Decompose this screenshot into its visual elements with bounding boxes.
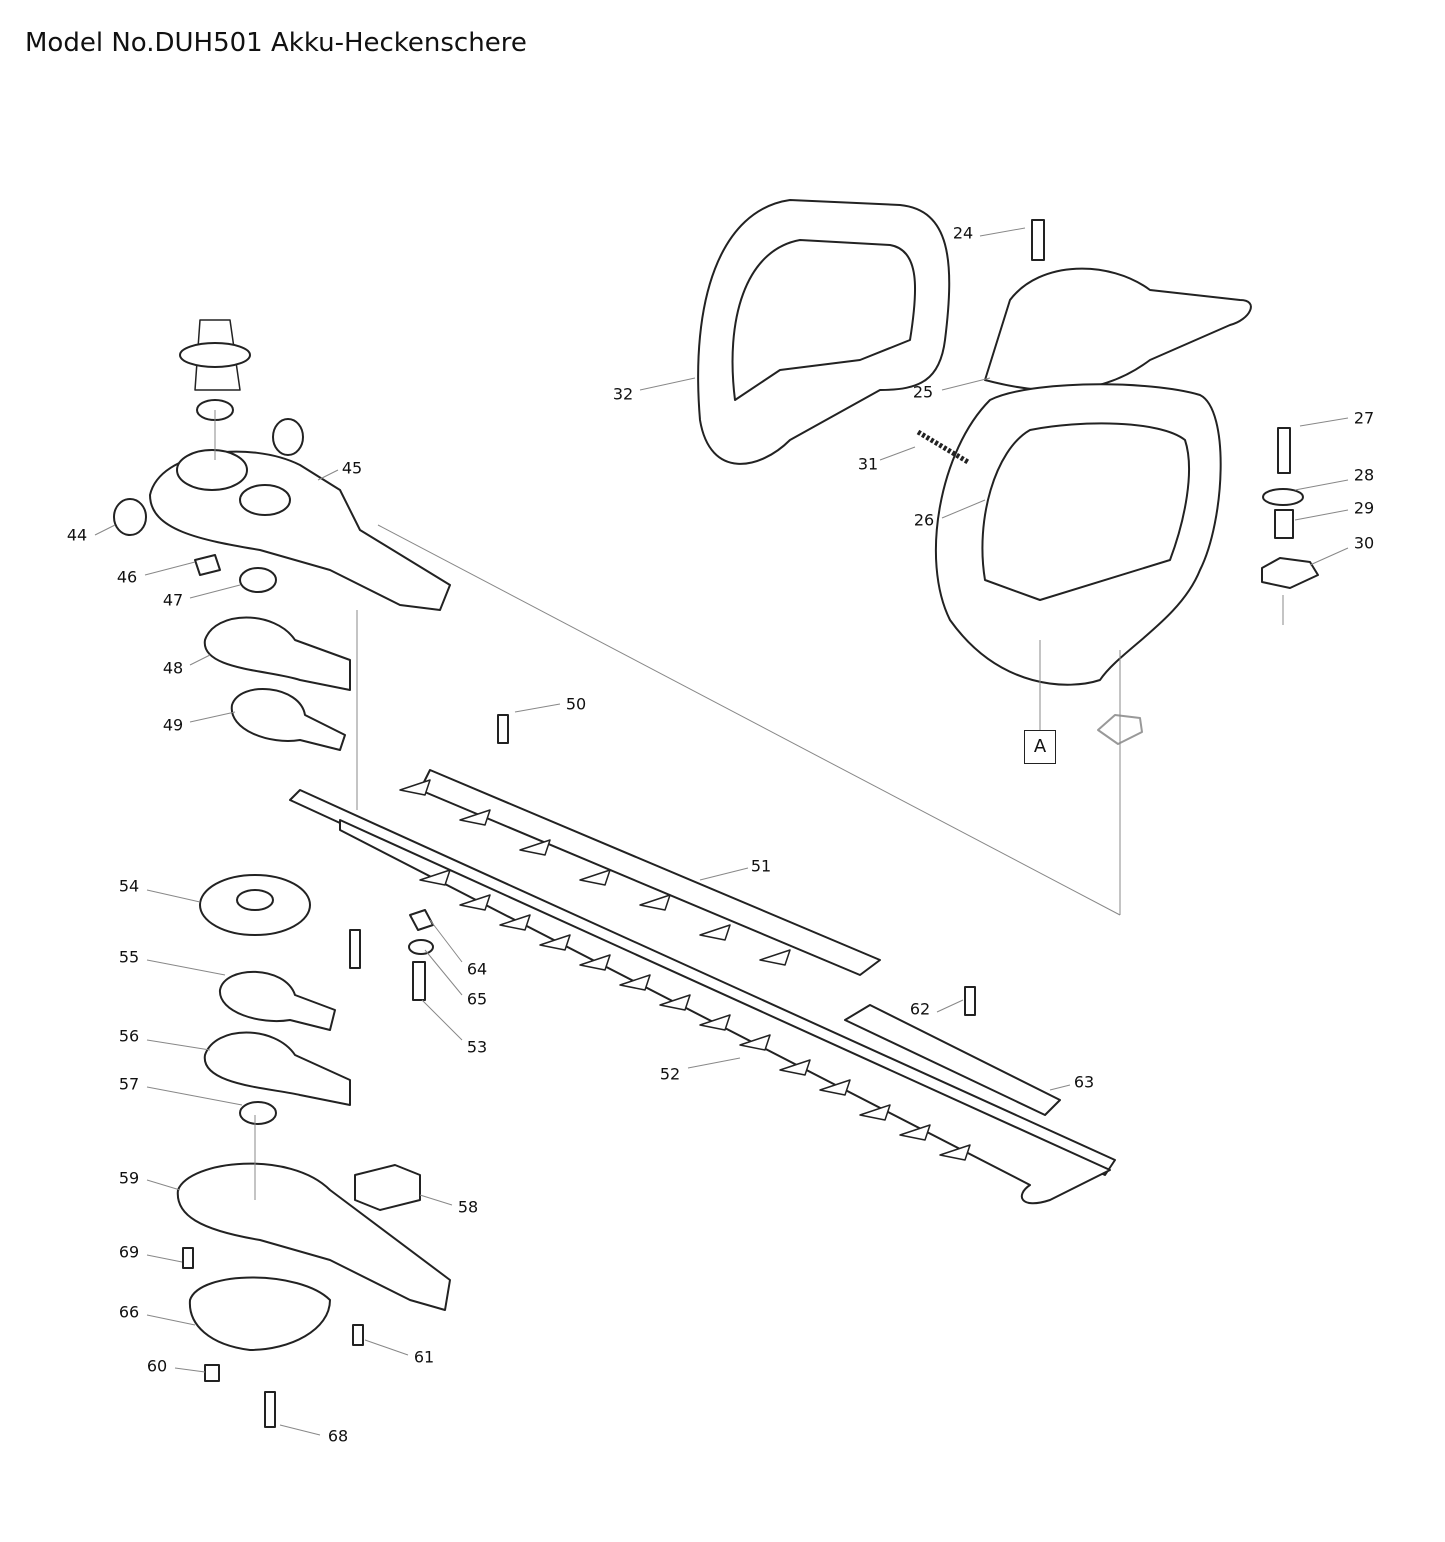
part-callout-56: 56 bbox=[118, 1026, 140, 1046]
part-callout-53: 53 bbox=[466, 1037, 488, 1057]
part-callout-50: 50 bbox=[565, 694, 587, 714]
screw bbox=[1277, 427, 1291, 474]
washer bbox=[1262, 488, 1304, 506]
part-callout-65: 65 bbox=[466, 989, 488, 1009]
plate bbox=[203, 1031, 351, 1106]
part-callout-47: 47 bbox=[162, 590, 184, 610]
part-callout-69: 69 bbox=[118, 1242, 140, 1262]
part-callout-27: 27 bbox=[1353, 408, 1375, 428]
gear-cover bbox=[188, 1276, 331, 1351]
part-callout-59: 59 bbox=[118, 1168, 140, 1188]
bearing bbox=[239, 1101, 277, 1125]
part-callout-49: 49 bbox=[162, 715, 184, 735]
screw bbox=[1031, 219, 1045, 261]
screw bbox=[264, 1391, 276, 1428]
screw bbox=[964, 986, 976, 1016]
gear-housing-lower bbox=[176, 1162, 451, 1311]
blade-plate bbox=[844, 1004, 1061, 1116]
part-callout-24: 24 bbox=[952, 223, 974, 243]
crank-ring bbox=[218, 970, 336, 1031]
part-callout-68: 68 bbox=[327, 1426, 349, 1446]
part-callout-64: 64 bbox=[466, 959, 488, 979]
washer bbox=[408, 939, 434, 955]
guide-block bbox=[354, 1164, 421, 1211]
diagram-title: Model No.DUH501 Akku-Heckenschere bbox=[25, 28, 527, 58]
part-callout-52: 52 bbox=[659, 1064, 681, 1084]
part-callout-45: 45 bbox=[341, 458, 363, 478]
part-callout-62: 62 bbox=[909, 999, 931, 1019]
crank-ring bbox=[230, 688, 346, 751]
screw bbox=[182, 1247, 194, 1269]
nut-plate bbox=[1261, 557, 1319, 589]
part-callout-46: 46 bbox=[116, 567, 138, 587]
leader-lines bbox=[94, 227, 1349, 1436]
part-callout-54: 54 bbox=[118, 876, 140, 896]
part-callout-30: 30 bbox=[1353, 533, 1375, 553]
part-callout-44: 44 bbox=[66, 525, 88, 545]
damper bbox=[113, 498, 147, 536]
spacer-tube bbox=[1274, 509, 1294, 539]
part-callout-55: 55 bbox=[118, 947, 140, 967]
blade-teeth bbox=[399, 779, 971, 1161]
screw bbox=[497, 714, 509, 744]
part-callout-26: 26 bbox=[913, 510, 935, 530]
part-callout-60: 60 bbox=[146, 1356, 168, 1376]
square-nut bbox=[409, 909, 434, 931]
part-callout-32: 32 bbox=[612, 384, 634, 404]
part-callout-48: 48 bbox=[162, 658, 184, 678]
screw bbox=[352, 1324, 364, 1346]
part-callout-25: 25 bbox=[912, 382, 934, 402]
part-callout-61: 61 bbox=[413, 1347, 435, 1367]
part-callout-31: 31 bbox=[857, 454, 879, 474]
screw bbox=[349, 929, 361, 969]
lower-blade bbox=[339, 819, 1111, 1205]
part-callout-58: 58 bbox=[457, 1197, 479, 1217]
part-callout-57: 57 bbox=[118, 1074, 140, 1094]
bearing bbox=[239, 567, 277, 593]
handle-cover bbox=[984, 267, 1252, 392]
plate bbox=[203, 616, 351, 691]
part-callout-28: 28 bbox=[1353, 465, 1375, 485]
screw bbox=[204, 1364, 220, 1382]
reference-marker-a: A bbox=[1024, 730, 1056, 764]
damper bbox=[272, 418, 304, 456]
screw bbox=[412, 961, 426, 1001]
clip bbox=[194, 554, 221, 576]
part-callout-66: 66 bbox=[118, 1302, 140, 1322]
part-callout-63: 63 bbox=[1073, 1072, 1095, 1092]
part-callout-51: 51 bbox=[750, 856, 772, 876]
blade-cover bbox=[419, 769, 881, 976]
part-callout-29: 29 bbox=[1353, 498, 1375, 518]
